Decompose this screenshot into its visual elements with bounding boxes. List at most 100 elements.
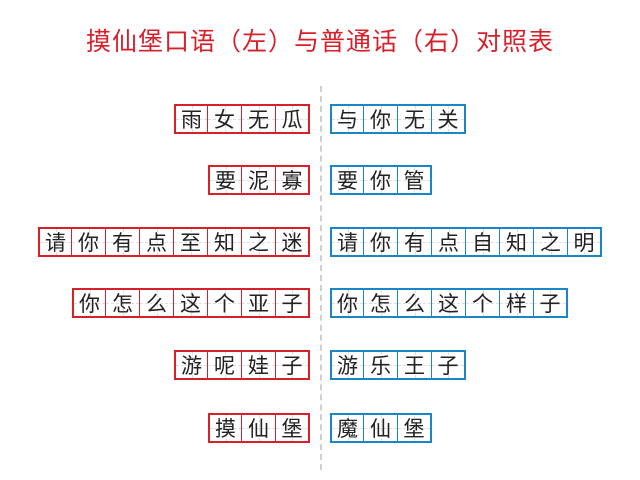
character: 样: [506, 292, 527, 316]
character-cell: 呢: [208, 350, 242, 380]
character: 无: [404, 108, 425, 132]
dialect-phrase: 要泥寡: [208, 165, 310, 199]
character-cell: 寡: [276, 165, 310, 195]
character: 乐: [370, 354, 391, 378]
character-cell: 子: [534, 288, 568, 318]
character: 王: [404, 354, 425, 378]
character: 明: [573, 231, 595, 255]
character: 你: [370, 169, 391, 193]
character-cell: 明: [568, 227, 602, 257]
character: 你: [78, 231, 99, 255]
character-cell: 你: [364, 227, 398, 257]
character: 堡: [281, 417, 303, 441]
character-cell: 子: [276, 288, 310, 318]
dialect-phrase: 请你有点至知之迷: [38, 227, 310, 261]
center-divider: [320, 86, 322, 470]
comparison-row: 雨女无瓜与你无关: [0, 104, 640, 138]
character: 关: [437, 108, 459, 132]
character: 至: [180, 231, 201, 255]
comparison-row: 游呢娃子游乐王子: [0, 350, 640, 384]
character: 子: [539, 292, 561, 316]
character-cell: 点: [140, 227, 174, 257]
character: 么: [404, 292, 425, 316]
character-cell: 乐: [364, 350, 398, 380]
character-cell: 管: [398, 165, 432, 195]
character: 呢: [214, 354, 235, 378]
character-cell: 摸: [208, 413, 242, 443]
character-cell: 游: [330, 350, 364, 380]
mandarin-phrase: 请你有点自知之明: [330, 227, 602, 261]
character-cell: 之: [534, 227, 568, 257]
character-cell: 怎: [106, 288, 140, 318]
page-title: 摸仙堡口语（左）与普通话（右）对照表: [85, 27, 554, 56]
character: 管: [403, 169, 425, 193]
character-cell: 无: [242, 104, 276, 134]
mandarin-phrase: 要你管: [330, 165, 432, 199]
character: 自: [472, 231, 493, 255]
character: 个: [472, 292, 493, 316]
mandarin-phrase: 与你无关: [330, 104, 466, 138]
mandarin-phrase: 游乐王子: [330, 350, 466, 384]
character-cell: 之: [242, 227, 276, 257]
comparison-row: 你怎么这个亚子你怎么这个样子: [0, 288, 640, 322]
character: 之: [540, 231, 561, 255]
character: 堡: [403, 417, 425, 441]
character-cell: 堡: [276, 413, 310, 443]
character: 点: [146, 231, 167, 255]
dialect-phrase: 雨女无瓜: [174, 104, 310, 138]
character-cell: 子: [276, 350, 310, 380]
character-cell: 王: [398, 350, 432, 380]
character: 这: [180, 292, 201, 316]
character: 仙: [370, 417, 391, 441]
character-cell: 这: [174, 288, 208, 318]
character: 亚: [248, 292, 269, 316]
character: 寡: [281, 169, 303, 193]
character-cell: 怎: [364, 288, 398, 318]
character-cell: 女: [208, 104, 242, 134]
character: 子: [281, 354, 303, 378]
character-cell: 个: [466, 288, 500, 318]
character-cell: 游: [174, 350, 208, 380]
character: 游: [337, 354, 358, 378]
character: 你: [79, 292, 100, 316]
character: 迷: [281, 231, 303, 255]
character-cell: 自: [466, 227, 500, 257]
character-cell: 仙: [242, 413, 276, 443]
dialect-phrase: 游呢娃子: [174, 350, 310, 384]
character-cell: 瓜: [276, 104, 310, 134]
character: 怎: [112, 292, 133, 316]
character-cell: 堡: [398, 413, 432, 443]
character: 请: [337, 231, 358, 255]
character: 要: [215, 169, 236, 193]
character-cell: 你: [364, 165, 398, 195]
comparison-row: 请你有点至知之迷请你有点自知之明: [0, 227, 640, 261]
character-cell: 知: [208, 227, 242, 257]
character-cell: 魔: [330, 413, 364, 443]
character: 个: [214, 292, 235, 316]
character-cell: 知: [500, 227, 534, 257]
dialect-phrase: 你怎么这个亚子: [72, 288, 310, 322]
character: 么: [146, 292, 167, 316]
character: 仙: [248, 417, 269, 441]
character-cell: 这: [432, 288, 466, 318]
character: 游: [181, 354, 202, 378]
character-cell: 点: [432, 227, 466, 257]
character: 子: [437, 354, 459, 378]
character-cell: 你: [364, 104, 398, 134]
mandarin-phrase: 魔仙堡: [330, 413, 432, 447]
character: 知: [214, 231, 235, 255]
character-cell: 雨: [174, 104, 208, 134]
character: 雨: [181, 108, 202, 132]
character-cell: 亚: [242, 288, 276, 318]
character: 有: [112, 231, 133, 255]
character-cell: 样: [500, 288, 534, 318]
character-cell: 有: [106, 227, 140, 257]
character-cell: 与: [330, 104, 364, 134]
character-cell: 你: [330, 288, 364, 318]
character-cell: 么: [398, 288, 432, 318]
character-cell: 关: [432, 104, 466, 134]
character-cell: 泥: [242, 165, 276, 195]
character: 知: [506, 231, 527, 255]
character-cell: 迷: [276, 227, 310, 257]
character-cell: 么: [140, 288, 174, 318]
